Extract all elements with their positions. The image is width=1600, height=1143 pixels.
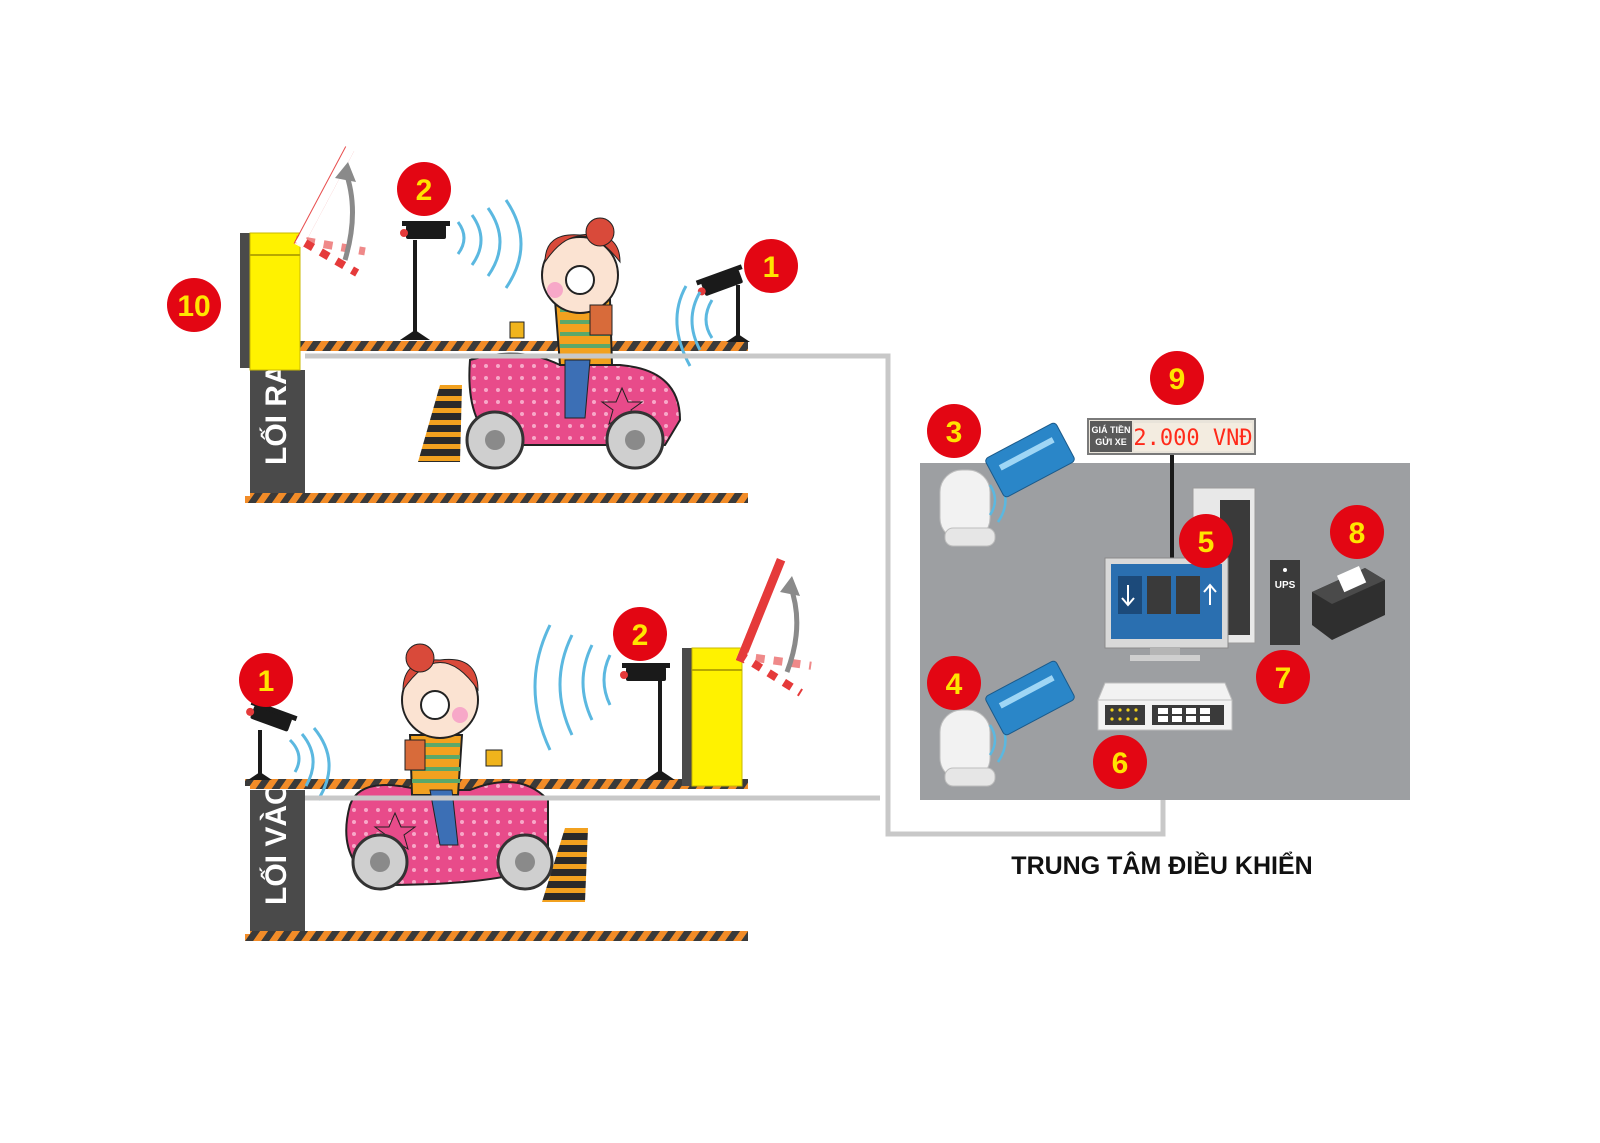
scooter-rider-icon	[465, 217, 682, 470]
control-center: GIÁ TIỀN GỬI XE 2.000 VNĐ	[920, 418, 1410, 880]
rfid-card-icon	[985, 660, 1075, 736]
svg-text:1: 1	[763, 251, 780, 284]
barrier-gate-icon	[240, 146, 366, 371]
ups-label: UPS	[1275, 580, 1296, 591]
badge-printer-8: 8	[1330, 505, 1384, 559]
badge-barrier-10: 10	[167, 278, 221, 332]
badge-ups-7: 7	[1256, 650, 1310, 704]
traffic-cone-icon	[542, 828, 588, 902]
fee-value: 2.000 VNĐ	[1133, 426, 1252, 451]
badge-reader-3: 3	[927, 404, 981, 458]
scooter-rider-icon	[345, 643, 554, 891]
ups-icon: UPS	[1270, 560, 1300, 645]
fee-label-line2: GỬI XE	[1095, 436, 1126, 447]
badge-reader-4: 4	[927, 656, 981, 710]
fee-label-line1: GIÁ TIỀN	[1091, 425, 1130, 435]
exit-lane: LỐI RA	[240, 146, 750, 503]
svg-text:8: 8	[1349, 517, 1366, 550]
badge-computer-5: 5	[1179, 514, 1233, 568]
badge-entry-camera-1: 1	[239, 653, 293, 707]
card-reader-icon	[939, 709, 1007, 787]
network-cables	[305, 353, 1166, 837]
svg-text:2: 2	[416, 174, 433, 207]
svg-text:1: 1	[258, 665, 275, 698]
control-center-title: TRUNG TÂM ĐIỀU KHIỂN	[1011, 850, 1312, 880]
entry-lane-bottom-stripe	[245, 931, 748, 941]
entry-lane-sign	[245, 790, 305, 935]
svg-text:2: 2	[632, 619, 649, 652]
barrier-gate-icon	[682, 558, 812, 787]
entry-lane: LỐI VÀO	[244, 558, 812, 941]
entry-lane-label: LỐI VÀO	[259, 782, 293, 905]
led-display-icon: GIÁ TIỀN GỬI XE 2.000 VNĐ	[1087, 418, 1256, 560]
badge-exit-camera-2: 2	[397, 162, 451, 216]
badge-switch-6: 6	[1093, 735, 1147, 789]
camera-icon	[244, 699, 331, 801]
camera-icon	[400, 199, 523, 340]
exit-lane-bottom-stripe	[245, 493, 748, 503]
svg-text:4: 4	[946, 668, 963, 701]
svg-text:10: 10	[177, 290, 210, 323]
svg-text:3: 3	[946, 416, 963, 449]
svg-text:9: 9	[1169, 363, 1186, 396]
network-switch-icon	[1097, 682, 1233, 731]
card-reader-icon	[939, 469, 1007, 547]
exit-lane-sign	[245, 370, 305, 500]
camera-icon	[533, 624, 675, 780]
badge-exit-camera-1: 1	[744, 239, 798, 293]
svg-text:7: 7	[1275, 662, 1292, 695]
exit-lane-label: LỐI RA	[259, 363, 293, 465]
svg-text:5: 5	[1198, 526, 1215, 559]
receipt-printer-icon	[1312, 565, 1385, 640]
badge-display-9: 9	[1150, 351, 1204, 405]
rfid-card-icon	[985, 422, 1075, 498]
exit-lane-top-stripe	[300, 341, 748, 351]
badge-entry-camera-2: 2	[613, 607, 667, 661]
traffic-cone-icon	[418, 385, 462, 462]
svg-text:6: 6	[1112, 747, 1129, 780]
